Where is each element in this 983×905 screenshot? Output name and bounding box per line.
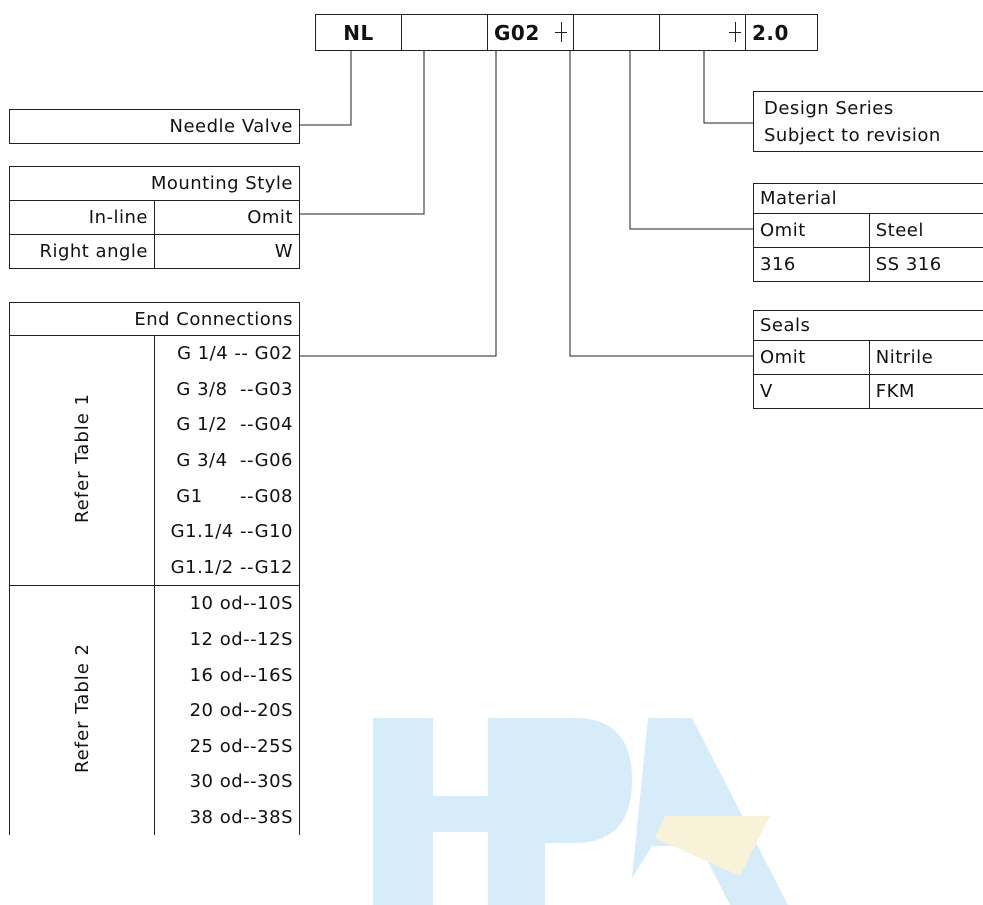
- seal-code: Omit: [753, 340, 870, 375]
- seal-name: Nitrile: [868, 340, 983, 375]
- design-series-title: Design Series: [764, 98, 894, 119]
- end-connections-title: End Connections: [9, 302, 300, 336]
- code-design-value: 2.0: [752, 20, 789, 45]
- connection-item: G 3/4 --G06: [154, 442, 300, 479]
- code-box-material: [659, 14, 746, 51]
- needle-valve-box: Needle Valve: [9, 109, 300, 144]
- material-table: Material Omit Steel 316 SS 316: [753, 183, 983, 282]
- connection-item: 38 od--38S: [154, 799, 300, 836]
- connection-item: G1 --G08: [154, 478, 300, 514]
- refer-table-2-cell: Refer Table 2: [9, 585, 155, 836]
- connection-item: G 1/4 -- G02: [154, 335, 300, 372]
- connection-item: 25 od--25S: [154, 728, 300, 765]
- connection-item: 16 od--16S: [154, 657, 300, 693]
- code-connection-value: G02: [494, 20, 540, 45]
- material-code: 316: [753, 247, 870, 282]
- seals-title: Seals: [753, 310, 983, 341]
- code-box-mounting: [401, 14, 488, 51]
- connection-item: G 3/8 --G03: [154, 371, 300, 408]
- code-box-series: NL: [315, 14, 402, 51]
- refer-table-2-label: Refer Table 2: [71, 643, 93, 774]
- hpa-watermark-logo: [373, 718, 788, 905]
- mounting-name: In-line: [9, 200, 155, 235]
- dash-separator-icon: [555, 22, 567, 42]
- connection-item: G1.1/4 --G10: [154, 513, 300, 550]
- material-name: Steel: [868, 213, 983, 248]
- mounting-code: W: [154, 234, 300, 269]
- material-title: Material: [753, 183, 983, 214]
- needle-valve-label: Needle Valve: [9, 109, 300, 144]
- connection-item: G 1/2 --G04: [154, 407, 300, 443]
- seal-name: FKM: [868, 374, 983, 409]
- dash-separator-icon: [729, 22, 741, 42]
- seals-table: Seals Omit Nitrile V FKM: [753, 310, 983, 409]
- connection-item: 20 od--20S: [154, 692, 300, 729]
- model-code-row: NL G02 2.0: [315, 14, 818, 51]
- design-series-note: Subject to revision: [764, 125, 941, 146]
- mounting-code: Omit: [154, 200, 300, 235]
- design-series-box: Design Series Subject to revision: [753, 91, 983, 152]
- connection-item: 30 od--30S: [154, 764, 300, 800]
- seal-code: V: [753, 374, 870, 409]
- mounting-style-title: Mounting Style: [9, 166, 300, 201]
- mounting-style-table: Mounting Style In-line Omit Right angle …: [9, 166, 300, 269]
- material-code: Omit: [753, 213, 870, 248]
- code-box-design: 2.0: [745, 14, 818, 51]
- mounting-name: Right angle: [9, 234, 155, 269]
- code-box-connection: G02: [487, 14, 574, 51]
- refer-table-1-cell: Refer Table 1: [9, 334, 155, 587]
- connection-item: G1.1/2 --G12: [154, 549, 300, 587]
- connection-item: 12 od--12S: [154, 621, 300, 658]
- code-box-seals: [573, 14, 660, 51]
- connection-item: 10 od--10S: [154, 585, 300, 622]
- end-connections-table: End Connections Refer Table 1 G 1/4 -- G…: [9, 302, 300, 836]
- material-name: SS 316: [868, 247, 983, 282]
- refer-table-1-label: Refer Table 1: [71, 393, 93, 524]
